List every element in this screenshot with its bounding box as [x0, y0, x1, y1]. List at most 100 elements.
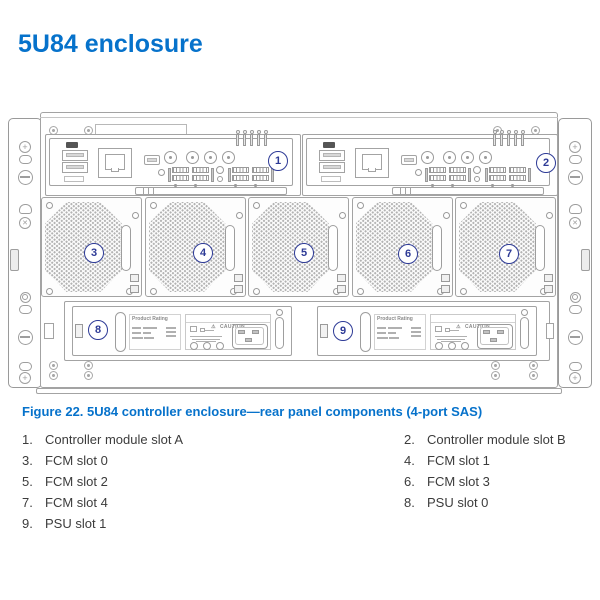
legend-item-number: 9.	[22, 516, 33, 531]
chassis-tab	[546, 323, 554, 339]
right-rack-ear: +✕+	[558, 118, 592, 388]
legend-item: 3.FCM slot 0	[22, 450, 183, 471]
fan-latch-icon	[544, 274, 553, 282]
screw-icon	[442, 212, 450, 219]
screw-x-icon: ✕	[569, 217, 581, 229]
rating-text-line	[377, 332, 386, 334]
rail-latch-icon	[10, 249, 19, 271]
screw-icon	[132, 212, 139, 219]
screw-icon	[491, 371, 500, 380]
label-square-icon	[190, 326, 197, 332]
header-pin-top-icon	[242, 130, 247, 134]
label-icon	[321, 176, 341, 182]
callout-5: 5	[294, 243, 314, 263]
connector-pin-icon	[227, 156, 230, 159]
legend-item-label: FCM slot 0	[45, 453, 108, 468]
fan-handle-icon	[224, 225, 235, 271]
thumbscrew-icon	[567, 169, 583, 185]
legend-item-label: FCM slot 3	[427, 474, 490, 489]
sas-port-icon	[489, 175, 506, 181]
legend-item-number: 8.	[404, 495, 415, 510]
sas-port-icon	[252, 175, 269, 181]
legend-item: 2.Controller module slot B	[404, 429, 566, 450]
rating-text-line	[411, 331, 421, 333]
fan-grille-icon	[148, 202, 226, 292]
mini-usb-pin-icon	[147, 158, 157, 162]
screw-icon	[235, 212, 243, 219]
callout-2: 2	[536, 153, 556, 173]
led-icon	[474, 176, 480, 182]
connector-pin-icon	[426, 156, 429, 159]
rating-text-line	[411, 335, 421, 337]
fan-handle-icon	[328, 225, 338, 271]
thumbscrew-icon	[567, 329, 583, 345]
fan-latch-icon	[130, 274, 139, 282]
header-pin-icon	[507, 134, 510, 146]
ethernet-notch-icon	[111, 168, 119, 172]
psu-rating-label: Product Rating	[129, 314, 181, 350]
inlet-pin-icon	[238, 330, 245, 334]
screw-icon	[521, 309, 528, 316]
thumbscrew-icon	[17, 169, 33, 185]
psu-rating-title: Product Rating	[132, 316, 168, 322]
inlet-pin-icon	[483, 330, 490, 334]
legend-item-label: FCM slot 4	[45, 495, 108, 510]
fan-latch-icon	[440, 274, 450, 282]
connector-pin-icon	[209, 156, 212, 159]
screw-icon	[46, 288, 53, 295]
sas-led-icon	[431, 184, 434, 187]
sas-port-icon	[429, 175, 446, 181]
sas-port-icon	[449, 175, 466, 181]
caution-header: ⚠ CAUTION	[186, 315, 270, 330]
psu-module-1: Product Rating ⚠ CAUTION	[317, 306, 537, 356]
indicator-led-icon	[203, 342, 211, 350]
plug-icon	[200, 328, 205, 332]
handle-tick-icon	[400, 188, 401, 194]
header-pin-icon	[521, 134, 524, 146]
indicator-led-icon	[435, 342, 443, 350]
chassis-base-bar	[36, 388, 562, 394]
header-pin-top-icon	[506, 130, 511, 134]
rating-text-line	[166, 331, 176, 333]
usb-tongue-icon	[66, 153, 84, 157]
psu-caution-block: ⚠ CAUTION	[430, 314, 516, 350]
oval-slot-icon	[18, 361, 32, 371]
sas-led-icon	[174, 184, 177, 187]
handle-tick-icon	[148, 188, 149, 194]
screw-icon	[491, 361, 500, 370]
handle-tick-icon	[153, 188, 154, 194]
psu-handle-icon	[115, 312, 126, 352]
oval-slot-icon	[568, 361, 582, 371]
rating-text-line	[143, 327, 157, 329]
handle-tick-icon	[143, 188, 144, 194]
controller-handle-bar	[392, 187, 544, 195]
oval-slot-icon	[568, 154, 582, 164]
caution-text-line	[190, 336, 222, 337]
rating-text-line	[389, 337, 399, 339]
ethernet-notch-icon	[368, 168, 376, 172]
screw-icon	[529, 361, 538, 370]
sas-cap-icon	[468, 168, 471, 182]
callout-7: 7	[499, 244, 519, 264]
fan-handle-icon	[121, 225, 131, 271]
oval-slot-icon	[18, 304, 32, 314]
legend-item-number: 6.	[404, 474, 415, 489]
header-pin-icon	[243, 134, 246, 146]
sas-port-icon	[252, 167, 269, 173]
fan-latch-icon	[337, 274, 346, 282]
enclosure-diagram: +✕+ +✕+ Product Rating ⚠ CAUTION	[0, 105, 600, 400]
usb-tongue-icon	[323, 165, 341, 169]
controller-module-b	[306, 130, 550, 187]
fan-module-4	[455, 197, 556, 297]
fan-latch-icon	[233, 285, 243, 293]
rating-text-line	[143, 332, 151, 334]
header-pin-icon	[514, 134, 517, 146]
sas-port-icon	[192, 167, 209, 173]
led-icon	[217, 176, 223, 182]
caution-text-line	[435, 336, 467, 337]
sas-port-icon	[509, 167, 526, 173]
label-icon	[64, 176, 84, 182]
legend-item: 7.FCM slot 4	[22, 492, 183, 513]
